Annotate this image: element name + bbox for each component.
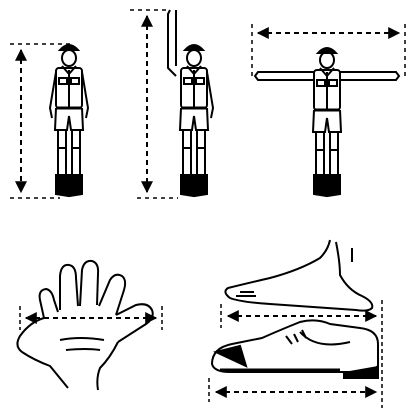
scout-standing-icon xyxy=(50,45,88,196)
foot-length-figure xyxy=(209,240,382,408)
shoe-icon xyxy=(212,320,378,378)
scout-arm-raised-icon xyxy=(168,10,213,196)
shoe-length-dimension-line xyxy=(209,378,376,402)
arm-span-figure xyxy=(252,24,405,196)
reach-dimension-line xyxy=(130,10,178,198)
scout-arms-outstretched-icon xyxy=(255,48,399,196)
hand-span-figure xyxy=(17,261,162,390)
foot-and-shoe-icon xyxy=(212,240,378,378)
standing-height-figure xyxy=(10,44,88,198)
foot-icon xyxy=(225,240,372,311)
hand-icon xyxy=(17,261,152,390)
reach-height-figure xyxy=(130,10,213,198)
